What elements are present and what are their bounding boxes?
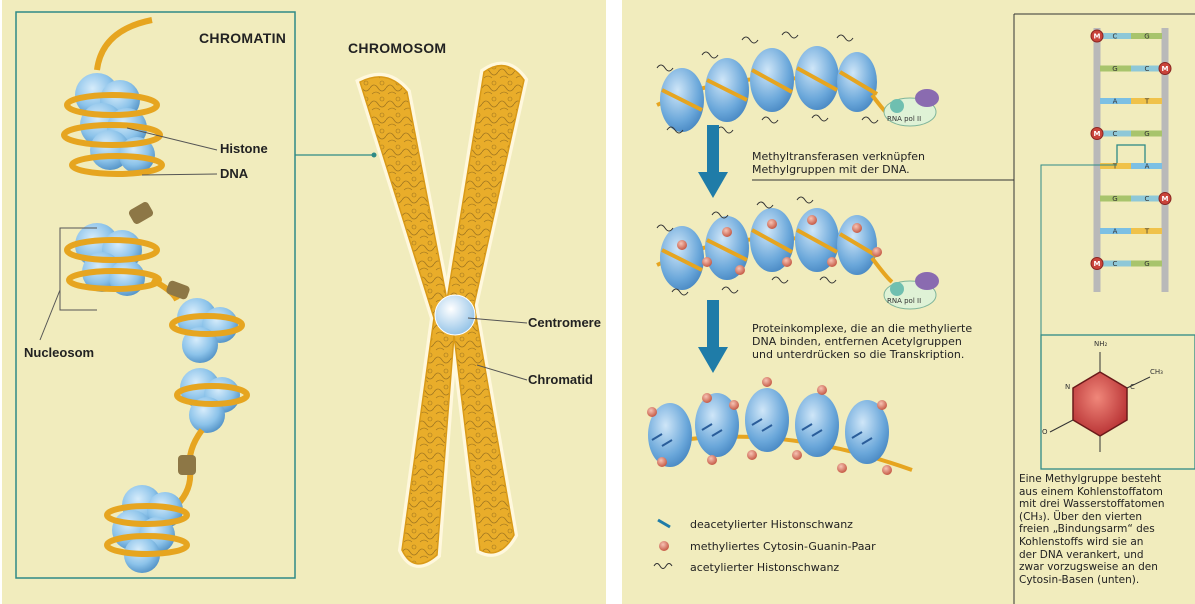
arrow-step-1: [698, 125, 728, 198]
dna-methylation-panel: CGMGCMATCGMTAGCMATCGM RNA pol II RNA pol…: [622, 0, 1195, 604]
base-label: T: [1144, 98, 1150, 106]
base-label: G: [1112, 195, 1117, 203]
base-label: C: [1145, 65, 1150, 73]
methyl-description: Eine Methylgruppe besteht aus einem Kohl…: [1019, 473, 1165, 586]
n-atom-label: N: [1065, 383, 1070, 391]
svg-text:M: M: [1094, 33, 1101, 41]
base-label: G: [1144, 260, 1149, 268]
base-label: G: [1144, 130, 1149, 138]
ladder-rung: CGM: [1091, 258, 1162, 270]
arrow-step-2: [698, 300, 728, 373]
ladder-rung: AT: [1100, 228, 1162, 236]
chromatin-title: CHROMATIN: [199, 30, 286, 46]
nucleosom-label: Nucleosom: [24, 345, 94, 360]
legend-deacetylated: deacetylierter Histonschwanz: [690, 518, 853, 531]
base-label: A: [1145, 163, 1150, 171]
chromatid-label: Chromatid: [528, 372, 593, 387]
chromosome-shape: [360, 66, 524, 564]
nucleosome-1: [64, 73, 162, 174]
legend-acetylated: acetylierter Histonschwanz: [690, 561, 839, 574]
base-label: G: [1112, 65, 1117, 73]
ladder-rung: GCM: [1100, 193, 1171, 205]
nucleosome-row-1: [657, 32, 892, 133]
legend-icons: [654, 520, 672, 569]
cytosine-molecule: [1050, 352, 1150, 452]
ladder-rung: CGM: [1091, 30, 1162, 42]
dna-label: DNA: [220, 166, 248, 181]
ladder-rung: TA: [1100, 163, 1162, 171]
svg-text:M: M: [1094, 130, 1101, 138]
svg-text:M: M: [1094, 260, 1101, 268]
base-label: T: [1144, 228, 1150, 236]
c-atom-label: C: [1130, 383, 1135, 391]
rna-pol-label-1: RNA pol II: [887, 115, 921, 123]
ladder-rung: AT: [1100, 98, 1162, 106]
ladder-rung: CGM: [1091, 128, 1162, 140]
ladder-rung: GCM: [1100, 63, 1171, 75]
chromosom-title: CHROMOSOM: [348, 40, 446, 56]
chromatin-illustration: [2, 0, 606, 604]
histone-label: Histone: [220, 141, 268, 156]
base-label: G: [1144, 33, 1149, 41]
svg-text:M: M: [1162, 195, 1169, 203]
o-atom-label: O: [1042, 428, 1048, 436]
base-label: T: [1112, 163, 1118, 171]
base-label: C: [1113, 130, 1118, 138]
legend-methylated: methyliertes Cytosin-Guanin-Paar: [690, 540, 876, 553]
nh2-label: NH₂: [1094, 340, 1107, 348]
nucleosome-2: [67, 223, 159, 296]
ch3-label: CH₃: [1150, 368, 1163, 376]
nucleosome-row-2: [657, 197, 892, 295]
rna-pol-label-2: RNA pol II: [887, 297, 921, 305]
nucleosome-3: [172, 298, 242, 363]
chromatin-chromosome-panel: CHROMATIN CHROMOSOM Histone DNA Nucleoso…: [2, 0, 606, 604]
base-label: C: [1145, 195, 1150, 203]
base-label: A: [1113, 98, 1118, 106]
nucleosome-4: [177, 368, 247, 433]
centromere-label: Centromere: [528, 315, 601, 330]
base-label: C: [1113, 260, 1118, 268]
base-label: C: [1113, 33, 1118, 41]
nucleosome-row-3: [647, 377, 912, 475]
base-label: A: [1113, 228, 1118, 236]
nucleosome-5: [107, 485, 187, 573]
svg-text:M: M: [1162, 65, 1169, 73]
